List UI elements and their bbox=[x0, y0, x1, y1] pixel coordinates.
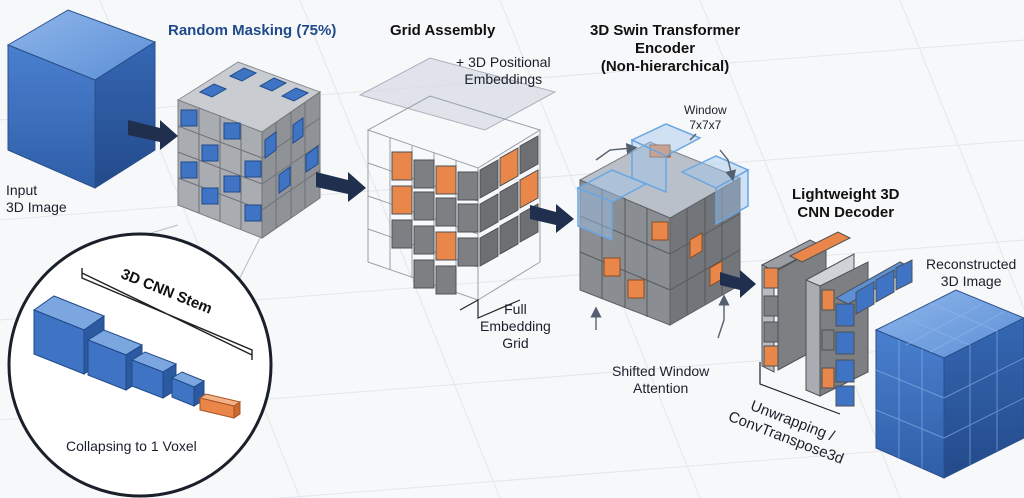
masked-cube-icon bbox=[176, 61, 322, 239]
cnn-decoder-icon bbox=[759, 231, 914, 415]
positional-embeddings-label: + 3D Positional Embeddings bbox=[456, 54, 551, 87]
cnn-stem-inset bbox=[7, 224, 273, 498]
shifted-window-label: Shifted Window Attention bbox=[612, 363, 710, 396]
window-size-label: Window 7x7x7 bbox=[684, 103, 727, 132]
input-cube-icon bbox=[6, 9, 157, 189]
swin-encoder-title: 3D Swin Transformer Encoder (Non-hierarc… bbox=[590, 22, 741, 75]
random-masking-title: Random Masking (75%) bbox=[168, 22, 337, 39]
grid-assembly-icon bbox=[358, 57, 557, 319]
arrow-encoder-to-decoder-icon bbox=[720, 270, 756, 298]
collapsing-label: Collapsing to 1 Voxel bbox=[66, 438, 197, 454]
swin-encoder-cube-icon bbox=[576, 123, 750, 339]
arrow-grid-to-encoder-icon bbox=[530, 204, 574, 233]
reconstructed-image-label: Reconstructed 3D Image bbox=[926, 256, 1017, 289]
grid-assembly-title: Grid Assembly bbox=[390, 22, 496, 39]
arrow-masking-to-grid-icon bbox=[316, 172, 366, 202]
decoder-title: Lightweight 3D CNN Decoder bbox=[792, 186, 900, 221]
input-image-label: Input 3D Image bbox=[6, 182, 67, 215]
arrow-input-to-masking-icon bbox=[128, 120, 178, 150]
full-embedding-grid-label: Full Embedding Grid bbox=[480, 301, 551, 351]
reconstructed-cube-icon bbox=[874, 289, 1024, 479]
